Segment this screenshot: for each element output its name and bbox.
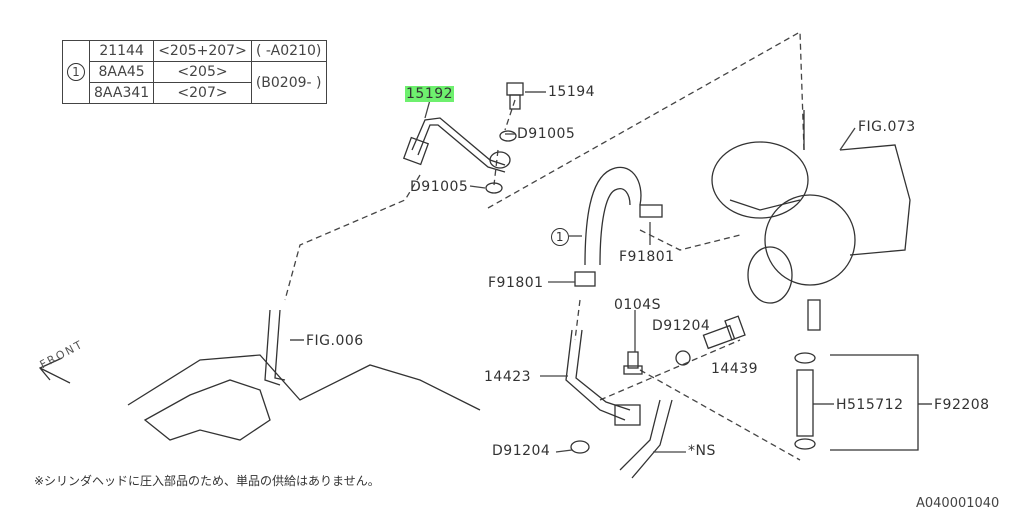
callout-f91801[interactable]: F91801 (488, 275, 544, 291)
washer-d91005 (499, 130, 517, 142)
callout-lines (424, 99, 856, 453)
hose-assembly (574, 166, 663, 287)
bolt-15194 (506, 82, 546, 110)
part-cell: 8AA341 (88, 82, 155, 104)
callout-f92208[interactable]: F92208 (934, 397, 990, 413)
footnote: ※シリンダヘッドに圧入部品のため、単品の供給はありません。 (34, 474, 380, 488)
ref-marker: 1 (62, 40, 90, 104)
model-cell: <205> (153, 61, 252, 83)
engine-block-outline (127, 309, 481, 441)
callout-h515712[interactable]: H515712 (836, 397, 904, 413)
oil-pipe-15192 (402, 117, 511, 173)
range-cell: (B0209- ) (250, 61, 327, 104)
washer-d91204 (675, 350, 691, 366)
diagram-code: A040001040 (916, 496, 1000, 511)
front-arrow-icon (38, 357, 71, 384)
callout-ns[interactable]: *NS (688, 443, 716, 459)
washer-d91005 (485, 182, 503, 194)
callout-14439[interactable]: 14439 (711, 361, 759, 377)
turbocharger (711, 110, 911, 331)
range-cell: ( -A0210) (250, 40, 327, 62)
callout-d91005[interactable]: D91005 (410, 179, 469, 195)
callout-14423[interactable]: 14423 (484, 369, 532, 385)
callout-fig-073[interactable]: FIG.073 (858, 119, 916, 135)
callout-15192[interactable]: 15192 (405, 86, 455, 102)
hose-h515712 (794, 352, 932, 451)
part-cell: 8AA45 (88, 61, 155, 83)
callout-d91005[interactable]: D91005 (517, 126, 576, 142)
callout-f91801[interactable]: F91801 (619, 249, 675, 265)
callout-ref-1[interactable]: 1 (551, 228, 569, 246)
callout-0104s[interactable]: 0104S (614, 297, 662, 313)
callout-15194[interactable]: 15194 (548, 84, 596, 100)
model-cell: <205+207> (153, 40, 252, 62)
callout-d91204[interactable]: D91204 (492, 443, 551, 459)
model-cell: <207> (153, 82, 252, 104)
callout-d91204[interactable]: D91204 (652, 318, 711, 334)
bolt-0104s (623, 351, 643, 375)
leader-lines (284, 30, 805, 461)
applicability-table: 1 21144 <205+207> ( -A0210) 8AA45 <205> … (62, 40, 327, 104)
part-cell: 21144 (88, 40, 155, 62)
oil-return-pipe-14423 (565, 329, 673, 479)
bolt-14439 (702, 315, 746, 350)
washer-d91204 (570, 440, 590, 454)
callout-fig-006[interactable]: FIG.006 (306, 333, 364, 349)
